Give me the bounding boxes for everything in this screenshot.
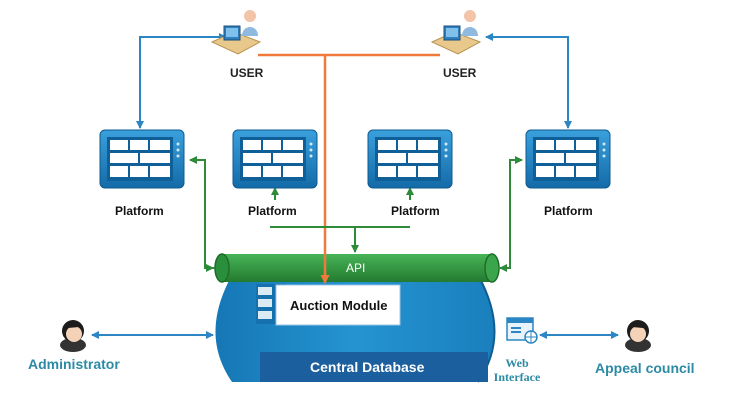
platform-tablet-icon — [232, 129, 318, 189]
platform-label: Platform — [391, 204, 440, 218]
user-at-computer-icon — [210, 10, 262, 55]
platform-tablet-icon — [525, 129, 611, 189]
central-database-label: Central Database — [310, 359, 425, 375]
appeal-council-label: Appeal council — [595, 360, 695, 376]
connector-user-right-platform — [488, 36, 572, 129]
platform-tablet-icon — [367, 129, 453, 189]
connector-platform-right-api — [498, 156, 523, 272]
connector-platform-left-api — [189, 156, 215, 272]
user-label-left: USER — [230, 66, 264, 80]
connector-platform-middle-api — [270, 187, 414, 253]
web-interface-label: Web Interface — [488, 356, 546, 384]
web-browser-icon — [506, 317, 538, 344]
web-interface-label-line1: Web — [505, 356, 529, 370]
auction-module-box — [275, 284, 401, 326]
web-interface-label-line2: Interface — [493, 370, 541, 384]
api-pipe — [214, 253, 500, 283]
person-head-icon — [60, 320, 86, 352]
platform-label: Platform — [115, 204, 164, 218]
platform-label: Platform — [544, 204, 593, 218]
platform-tablet-icon — [99, 129, 185, 189]
user-at-computer-icon — [430, 10, 482, 55]
administrator-label: Administrator — [28, 356, 120, 372]
auction-module-label: Auction Module — [290, 298, 388, 313]
platform-label: Platform — [248, 204, 297, 218]
connector-user-left-platform — [136, 36, 224, 129]
person-head-icon — [625, 320, 651, 352]
user-label-right: USER — [443, 66, 477, 80]
api-label: API — [346, 261, 366, 275]
connector-users-to-auction-module — [258, 53, 440, 284]
